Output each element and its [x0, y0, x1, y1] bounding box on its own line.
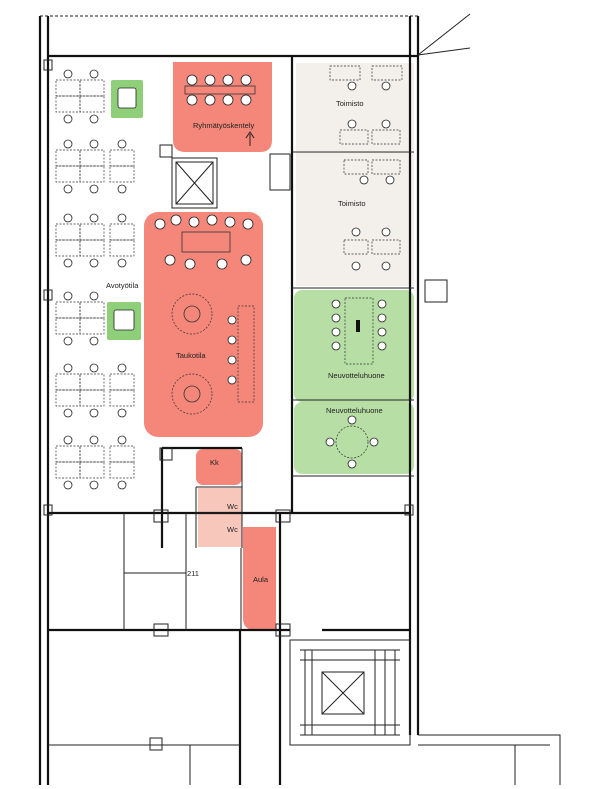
label-wc-2: Wc — [227, 525, 238, 534]
desk-cluster-3 — [55, 213, 135, 268]
desk-cluster-2 — [55, 139, 135, 194]
desk-cluster-1 — [55, 69, 105, 124]
label-room-211: 211 — [187, 569, 199, 578]
desk-cluster-4 — [55, 291, 105, 346]
staircase — [289, 639, 411, 746]
label-avotyotila: Avotyötila — [106, 281, 139, 290]
zone-kk[interactable] — [196, 449, 242, 485]
meeting-room-furniture — [325, 297, 387, 469]
workstations — [55, 69, 137, 490]
walls — [38, 13, 561, 785]
zone-neuvotteluhuone-2[interactable] — [294, 402, 414, 474]
zone-aula[interactable] — [243, 527, 276, 630]
label-neuvotteluhuone-1: Neuvotteluhuone — [328, 371, 385, 380]
label-taukotila: Taukotila — [176, 351, 206, 360]
label-ryhmatyoskentely: Ryhmätyöskentely — [193, 121, 255, 130]
zone-wc-2[interactable] — [198, 514, 242, 547]
label-toimisto-2: Toimisto — [338, 199, 366, 208]
break-room-furniture — [154, 214, 255, 415]
label-kk: Kk — [210, 458, 219, 467]
zone-wc-1[interactable] — [198, 488, 242, 513]
zones — [107, 62, 414, 630]
label-aula: Aula — [253, 575, 269, 584]
group-work-furniture — [184, 74, 256, 106]
room-labels: Ryhmätyöskentely Toimisto Toimisto Avoty… — [106, 99, 385, 584]
zone-toimisto-1[interactable] — [296, 63, 414, 151]
label-toimisto-1: Toimisto — [336, 99, 364, 108]
zone-ryhmatyoskentely[interactable] — [173, 62, 272, 152]
desk-cluster-6 — [55, 435, 135, 490]
label-wc-1: Wc — [227, 502, 238, 511]
label-neuvotteluhuone-2: Neuvotteluhuone — [326, 406, 383, 415]
zone-taukotila[interactable] — [144, 212, 263, 437]
zone-neuvotteluhuone-1[interactable] — [294, 290, 414, 402]
office-furniture — [329, 65, 403, 271]
elevator-shaft — [171, 131, 291, 209]
desk-cluster-5 — [55, 363, 135, 418]
